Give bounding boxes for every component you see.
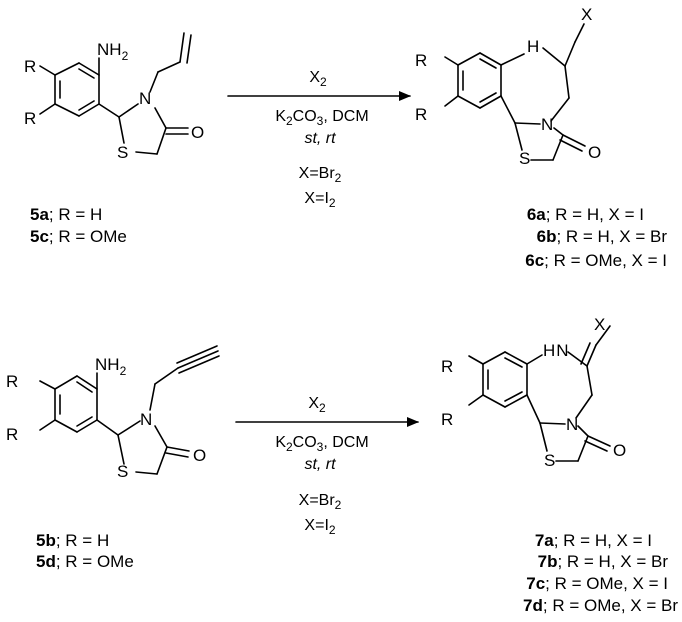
r-substituent-lower: R <box>441 410 453 429</box>
nh2-label: NH2 <box>95 355 127 378</box>
compound-label: 7a; R = H, X = I <box>535 531 652 550</box>
substituent-bonds-1 <box>39 57 120 118</box>
compound-label: 6b; R = H, X = Br <box>537 227 668 246</box>
r-substituent-upper: R <box>24 57 36 76</box>
benzene-ring-2 <box>54 375 98 433</box>
compound-label: 7c; R = OMe, X = I <box>526 574 668 593</box>
product-compound-list-1: 6a; R = H, X = I 6b; R = H, X = Br 6c; R… <box>525 205 667 270</box>
oxygen-atom: O <box>193 446 206 465</box>
r-substituent-upper: R <box>415 51 427 70</box>
compound-label: 6a; R = H, X = I <box>527 205 644 224</box>
reactant-structure-2: NH2 R R N S O <box>6 345 220 481</box>
compound-label: 5d; R = OMe <box>36 552 134 571</box>
reactant-compound-list-1: 5a; R = H 5c; R = OMe <box>30 205 127 246</box>
benzene-ring-product-2 <box>482 351 528 408</box>
base-solvent-label: K2CO3, DCM <box>275 434 368 454</box>
sulfur-atom: S <box>544 451 555 470</box>
nitrogen-atom: N <box>139 89 151 108</box>
thiazolidinone-ring-product-1 <box>444 56 586 161</box>
base-solvent-label: K2CO3, DCM <box>275 108 368 128</box>
diazepine-ring-1 <box>500 23 585 125</box>
oxygen-atom: O <box>613 441 626 460</box>
reactant-compound-list-2: 5b; R = H 5d; R = OMe <box>36 531 134 571</box>
compound-label: 5c; R = OMe <box>30 227 127 246</box>
nitrogen-atom: N <box>541 115 553 134</box>
reagent-label: X2 <box>309 69 327 89</box>
reaction-conditions-2: X2 K2CO3, DCM st, rt X=Br2 X=I2 <box>275 395 368 537</box>
mode-label: st, rt <box>304 456 336 473</box>
product-structure-1: H X R R N S O <box>415 5 601 168</box>
x-label: X <box>581 5 592 24</box>
compound-label: 7b; R = H, X = Br <box>538 552 669 571</box>
r-substituent-lower: R <box>415 105 427 124</box>
nitrogen-atom: N <box>566 415 578 434</box>
reactant-structure-1: NH2 R R N S O <box>24 32 204 162</box>
reagent-label: X2 <box>308 395 326 415</box>
allyl-chain-1 <box>149 32 192 93</box>
thiazolidinone-ring-1 <box>118 103 189 155</box>
sulfur-atom: S <box>117 143 128 162</box>
nitrogen-atom: N <box>140 410 152 429</box>
oxygen-atom: O <box>588 143 601 162</box>
thiazolidinone-ring-2 <box>117 420 190 475</box>
propargyl-chain-2 <box>149 345 220 411</box>
halogen-option: X=Br2 <box>299 165 342 185</box>
r-substituent-upper: R <box>6 372 18 391</box>
halogen-option: X=Br2 <box>299 492 342 512</box>
r-substituent-lower: R <box>6 425 18 444</box>
nh-label: HN <box>543 341 569 360</box>
benzene-ring-1 <box>54 62 100 117</box>
nh2-label: NH2 <box>97 40 129 63</box>
compound-label: 5a; R = H <box>30 205 102 224</box>
product-compound-list-2: 7a; R = H, X = I 7b; R = H, X = Br 7c; R… <box>523 531 678 615</box>
diazepine-ring-2 <box>526 325 611 425</box>
x-label: X <box>594 315 605 334</box>
r-substituent-lower: R <box>24 109 36 128</box>
compound-label: 7d; R = OMe, X = Br <box>523 596 678 615</box>
thiazolidinone-ring-product-2 <box>468 355 611 462</box>
sulfur-atom: S <box>117 462 128 481</box>
product-structure-2: HN X R R N S O <box>441 315 626 470</box>
compound-label: 5b; R = H <box>36 531 109 550</box>
r-substituent-upper: R <box>441 357 453 376</box>
halogen-option: X=I2 <box>304 517 335 537</box>
reaction-conditions-1: X2 K2CO3, DCM st, rt X=Br2 X=I2 <box>275 69 368 210</box>
sulfur-atom: S <box>519 149 530 168</box>
halogen-option: X=I2 <box>304 190 335 210</box>
compound-label: 6c; R = OMe, X = I <box>525 251 667 270</box>
mode-label: st, rt <box>304 130 336 147</box>
nh-label: H <box>527 37 539 56</box>
benzene-ring-product-1 <box>457 52 502 109</box>
oxygen-atom: O <box>191 123 204 142</box>
substituent-bonds-2 <box>39 372 119 436</box>
